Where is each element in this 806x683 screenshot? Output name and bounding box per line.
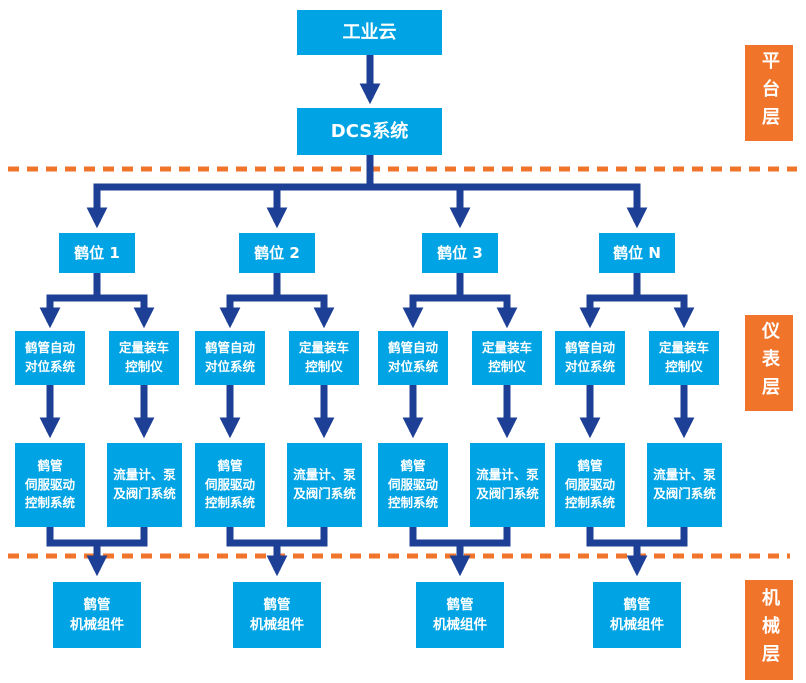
flow-pump-valve-node: 流量计、泵 及阀门系统 — [107, 443, 182, 527]
mechanical-components-node: 鹤管 机械组件 — [53, 582, 141, 648]
servo-drive-node: 鹤管 伺服驱动 控制系统 — [555, 443, 625, 527]
servo-drive-node: 鹤管 伺服驱动 控制系统 — [378, 443, 448, 527]
flow-pump-valve-node: 流量计、泵 及阀门系统 — [287, 443, 362, 527]
flow-pump-valve-node: 流量计、泵 及阀门系统 — [470, 443, 545, 527]
alignment-system-node: 鹤管自动 对位系统 — [555, 331, 625, 385]
layer-tab-platform: 平台层 — [745, 45, 793, 141]
flow-pump-valve-node: 流量计、泵 及阀门系统 — [647, 443, 722, 527]
mechanical-components-node: 鹤管 机械组件 — [233, 582, 321, 648]
servo-drive-node: 鹤管 伺服驱动 控制系统 — [15, 443, 85, 527]
connector-group-frame — [586, 273, 688, 547]
station-node: 鹤位 N — [599, 233, 675, 273]
alignment-system-node: 鹤管自动 对位系统 — [378, 331, 448, 385]
alignment-system-node: 鹤管自动 对位系统 — [195, 331, 265, 385]
mechanical-components-node: 鹤管 机械组件 — [416, 582, 504, 648]
mechanical-components-node: 鹤管 机械组件 — [593, 582, 681, 648]
station-node: 鹤位 2 — [239, 233, 315, 273]
loading-controller-node: 定量装车 控制仪 — [109, 331, 179, 385]
loading-controller-node: 定量装车 控制仪 — [289, 331, 359, 385]
connector-dcs-trunk — [93, 155, 641, 191]
connector-group-frame — [46, 273, 148, 547]
servo-drive-node: 鹤管 伺服驱动 控制系统 — [195, 443, 265, 527]
loading-controller-node: 定量装车 控制仪 — [649, 331, 719, 385]
layer-tab-instrument: 仪表层 — [745, 315, 793, 411]
station-node: 鹤位 3 — [422, 233, 498, 273]
layer-tab-mechanical: 机械层 — [745, 580, 793, 680]
loading-controller-node: 定量装车 控制仪 — [472, 331, 542, 385]
connector-group-frame — [226, 273, 328, 547]
industrial-cloud-node: 工业云 — [297, 10, 442, 55]
alignment-system-node: 鹤管自动 对位系统 — [15, 331, 85, 385]
connector-group-frame — [409, 273, 511, 547]
station-node: 鹤位 1 — [59, 233, 135, 273]
dcs-system-node: DCS系统 — [297, 108, 442, 155]
